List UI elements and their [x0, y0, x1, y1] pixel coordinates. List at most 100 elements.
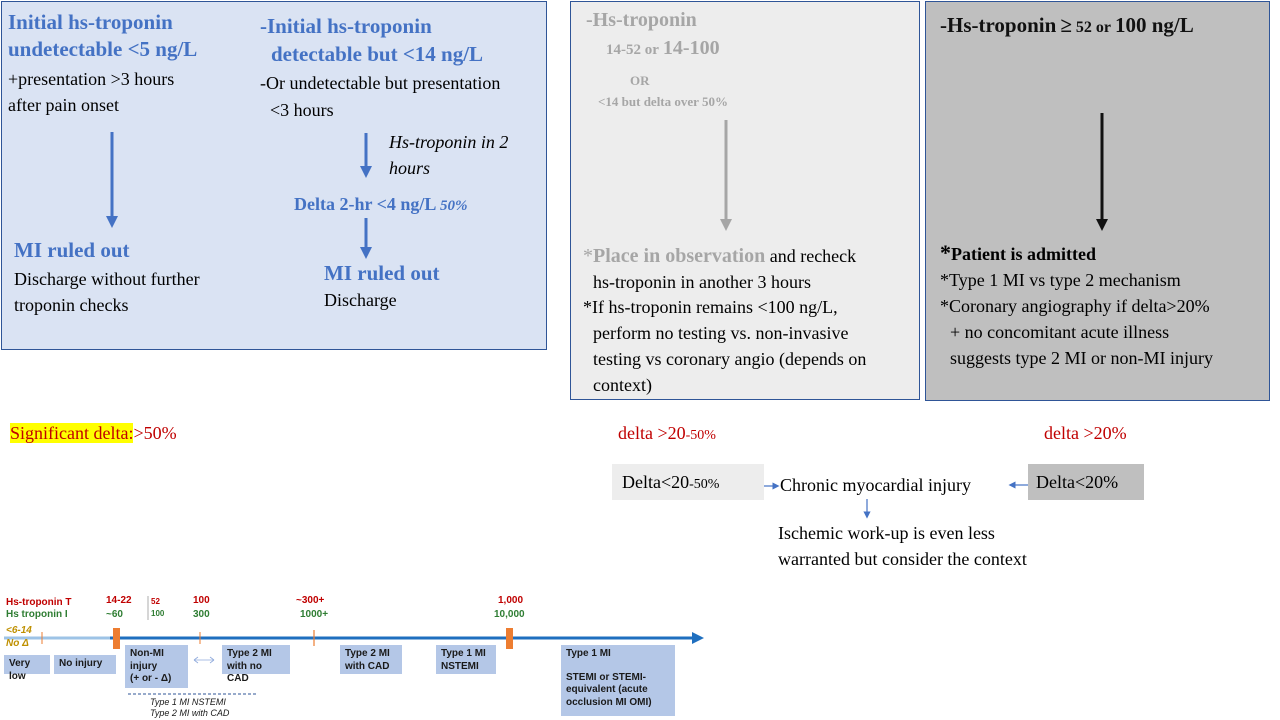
- panel4-admitted-star: *: [940, 240, 951, 265]
- tl-t5-T: 1,000: [498, 595, 524, 606]
- panel1-sub-line1: +presentation >3 hours: [8, 69, 175, 89]
- tl-hsT-label: Hs-troponin T: [6, 597, 72, 608]
- significant-delta-label: Significant delta:: [10, 423, 134, 443]
- tl-t5-I: 10,000: [494, 609, 525, 620]
- panel2-step-line1: Hs-troponin in 2: [389, 132, 509, 152]
- tl-stemi-l2: STEMI or STEMI-: [566, 671, 646, 683]
- tl-t3-I: 300: [193, 609, 210, 620]
- double-arrow-head-right: [209, 656, 215, 664]
- panel2-sub-line1: -Or undetectable but presentation: [260, 73, 501, 93]
- panel2-result: MI ruled out: [324, 261, 440, 285]
- delta-right: delta >20%: [1044, 423, 1127, 443]
- panel1-result-detail: Discharge without further troponin check…: [14, 266, 200, 318]
- chronic-note: Ischemic work-up is even less warranted …: [778, 520, 1027, 572]
- panel4-line2: *Coronary angiography if delta>20%: [940, 296, 1210, 316]
- panel3-obs-line2: hs-troponin in another 3 hours: [593, 272, 811, 292]
- panel3-if-line3: testing vs coronary angio (depends on: [593, 349, 867, 369]
- delta-left-b: -50%: [689, 477, 720, 492]
- tl-box-type2-no-cad: Type 2 MI with no CAD: [222, 645, 290, 684]
- tl-stemi-l3: equivalent (acute: [566, 684, 648, 695]
- marker-1000: [506, 628, 513, 649]
- panel2-delta-pct: 50%: [439, 198, 468, 214]
- tl-t2-T: 52: [151, 597, 160, 606]
- panel2-step-line2: hours: [389, 158, 431, 178]
- delta-left-a: Delta<20: [622, 472, 690, 492]
- tl-box-very-low: Very low: [4, 655, 50, 682]
- tl-box-stemi: Type 1 MI STEMI or STEMI- equivalent (ac…: [561, 645, 675, 716]
- panel4-title-c: 100 ng/L: [1114, 13, 1194, 37]
- tl-stemi-l1: Type 1 MI: [566, 648, 611, 659]
- panel1-result: MI ruled out: [14, 238, 130, 262]
- tl-stemi-l4: occlusion MI OMI): [566, 696, 652, 708]
- panel3-obs-line1: *Place in observation and recheck: [583, 243, 856, 269]
- tl-t2cad-l2: with CAD: [345, 660, 390, 672]
- panel4-title: -Hs-troponin ≥ 52 or 100 ng/L: [940, 13, 1194, 38]
- panel3-alt: <14 but delta over 50%: [598, 94, 728, 109]
- panel-rule-out: [1, 1, 547, 350]
- panel3-if-line4: context): [593, 375, 652, 395]
- panel2-title-line1: -Initial hs-troponin: [260, 14, 432, 38]
- panel3-or: OR: [630, 73, 650, 88]
- tl-box-type2-cad: Type 2 MI with CAD: [340, 645, 402, 674]
- tl-no-delta-a: <6-14: [6, 625, 32, 636]
- double-arrow-head-left: [193, 656, 199, 664]
- tl-nonmi-l1: Non-MI: [130, 648, 164, 659]
- tl-t2-I: 100: [151, 609, 165, 618]
- panel3-if: *If hs-troponin remains <100 ng/L, perfo…: [583, 294, 866, 398]
- tl-t1-I: ~60: [106, 609, 123, 620]
- panel2-step: Hs-troponin in 2 hours: [389, 129, 508, 181]
- panel3-range-a: 14-52 or: [606, 42, 659, 58]
- panel2-sub-line2: <3 hours: [270, 100, 334, 120]
- tl-t2nocad-l2: with no CAD: [227, 660, 262, 685]
- panel3-if-line2: perform no testing vs. non-invasive: [593, 323, 849, 343]
- panel3-range-b: 14-100: [662, 37, 720, 59]
- chronic-note-line1: Ischemic work-up is even less: [778, 523, 995, 543]
- panel4-line1: *Type 1 MI vs type 2 mechanism: [940, 270, 1181, 290]
- tl-bottom-l1: Type 1 MI NSTEMI: [150, 697, 226, 707]
- panel2-delta: Delta 2-hr <4 ng/L 50%: [294, 194, 467, 215]
- delta-left-box: Delta<20-50%: [612, 464, 764, 500]
- tl-t1n-l1: Type 1 MI: [441, 648, 486, 659]
- panel1-result-line2: troponin checks: [14, 295, 129, 315]
- chronic-note-line2: warranted but consider the context: [778, 549, 1027, 569]
- panel4-line4: suggests type 2 MI or non-MI injury: [950, 348, 1213, 368]
- panel1-title: Initial hs-troponin undetectable <5 ng/L: [8, 9, 197, 63]
- tl-box-type1-nstemi: Type 1 MI NSTEMI: [436, 645, 496, 674]
- panel-admitted: [925, 1, 1270, 401]
- panel1-result-line1: Discharge without further: [14, 269, 200, 289]
- tl-box-no-injury: No injury: [54, 655, 116, 674]
- panel2-result-detail: Discharge: [324, 290, 397, 310]
- tl-t4-I: 1000+: [300, 609, 329, 620]
- panel1-title-line1: Initial hs-troponin: [8, 10, 173, 34]
- panel3-obs-highlight: Place in observation: [593, 245, 766, 267]
- panel4-title-b: 52 or: [1075, 19, 1111, 36]
- delta-mid-a: delta >20: [618, 423, 686, 443]
- panel1-title-line2: undetectable <5 ng/L: [8, 37, 198, 61]
- panel3-title: -Hs-troponin: [586, 9, 697, 31]
- panel1-sub-line2: after pain onset: [8, 95, 119, 115]
- panel4-title-a: -Hs-troponin: [940, 13, 1057, 37]
- tl-nonmi-l2: injury: [130, 660, 158, 672]
- panel2-subtitle: -Or undetectable but presentation <3 hou…: [260, 70, 500, 124]
- panel4-admitted: *Patient is admitted: [940, 240, 1096, 266]
- tl-t1-T: 14-22: [106, 595, 132, 606]
- panel3-range: 14-52 or 14-100: [606, 37, 720, 60]
- panel2-delta-main: Delta 2-hr <4 ng/L: [294, 194, 436, 214]
- panel3-observation: *Place in observation and recheck hs-tro…: [583, 243, 856, 295]
- panel4-title-ge: ≥: [1060, 13, 1072, 37]
- tl-t4-T: ~300+: [296, 595, 325, 606]
- delta-mid: delta >20-50%: [618, 423, 716, 444]
- delta-mid-b: -50%: [685, 428, 716, 443]
- significant-delta-value: >50%: [133, 423, 177, 443]
- panel3-obs-rest: and recheck: [769, 246, 857, 266]
- tl-t3-T: 100: [193, 595, 210, 606]
- tl-box-non-mi: Non-MI injury (+ or - Δ): [125, 645, 188, 688]
- tl-bottom-note: Type 1 MI NSTEMI Type 2 MI with CAD: [150, 697, 229, 719]
- tl-bottom-l2: Type 2 MI with CAD: [150, 708, 230, 718]
- tl-t1n-l2: NSTEMI: [441, 660, 479, 672]
- panel3-if-line1: *If hs-troponin remains <100 ng/L,: [583, 297, 838, 317]
- panel-observation: [570, 1, 920, 400]
- panel4-admitted-text: Patient is admitted: [951, 244, 1096, 264]
- panel2-title: -Initial hs-troponin detectable but <14 …: [260, 12, 483, 68]
